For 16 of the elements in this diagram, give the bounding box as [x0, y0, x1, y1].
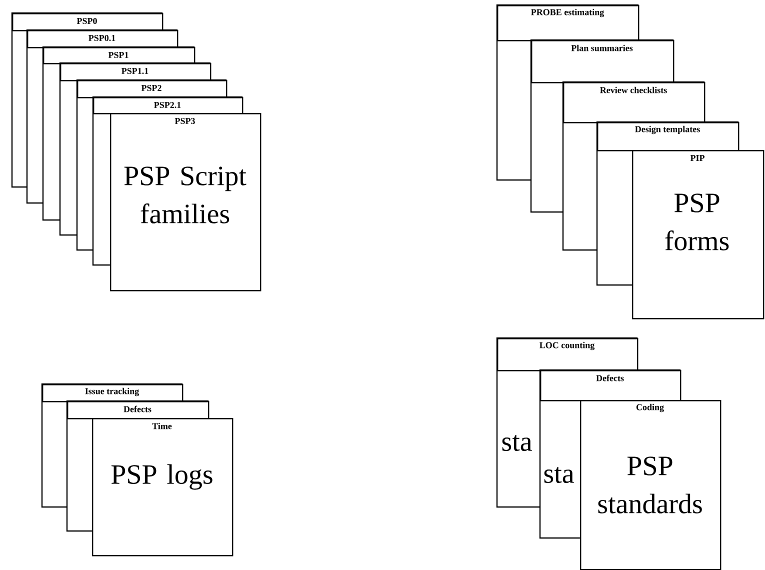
- page-tab: PROBE estimating: [497, 5, 640, 42]
- page-tab: PSP0: [12, 13, 164, 32]
- page-tab: Review checklists: [563, 82, 706, 124]
- page-tab: PSP2: [77, 80, 228, 98]
- page-tab: Defects: [67, 401, 210, 420]
- page-tab: Issue tracking: [42, 384, 184, 402]
- page-tab: PSP0.1: [27, 30, 178, 48]
- page-tab: Defects: [540, 370, 682, 402]
- page-tab: LOC counting: [497, 338, 638, 372]
- page-tab: Plan summaries: [531, 40, 674, 84]
- page-tab: Design templates: [597, 122, 740, 152]
- page-tab: PSP1.1: [60, 63, 212, 82]
- page-tab: PSP2.1: [93, 97, 244, 114]
- page-tab: PSP1: [43, 47, 196, 64]
- partial-word: sta: [544, 467, 574, 484]
- partial-word: sta: [502, 435, 532, 452]
